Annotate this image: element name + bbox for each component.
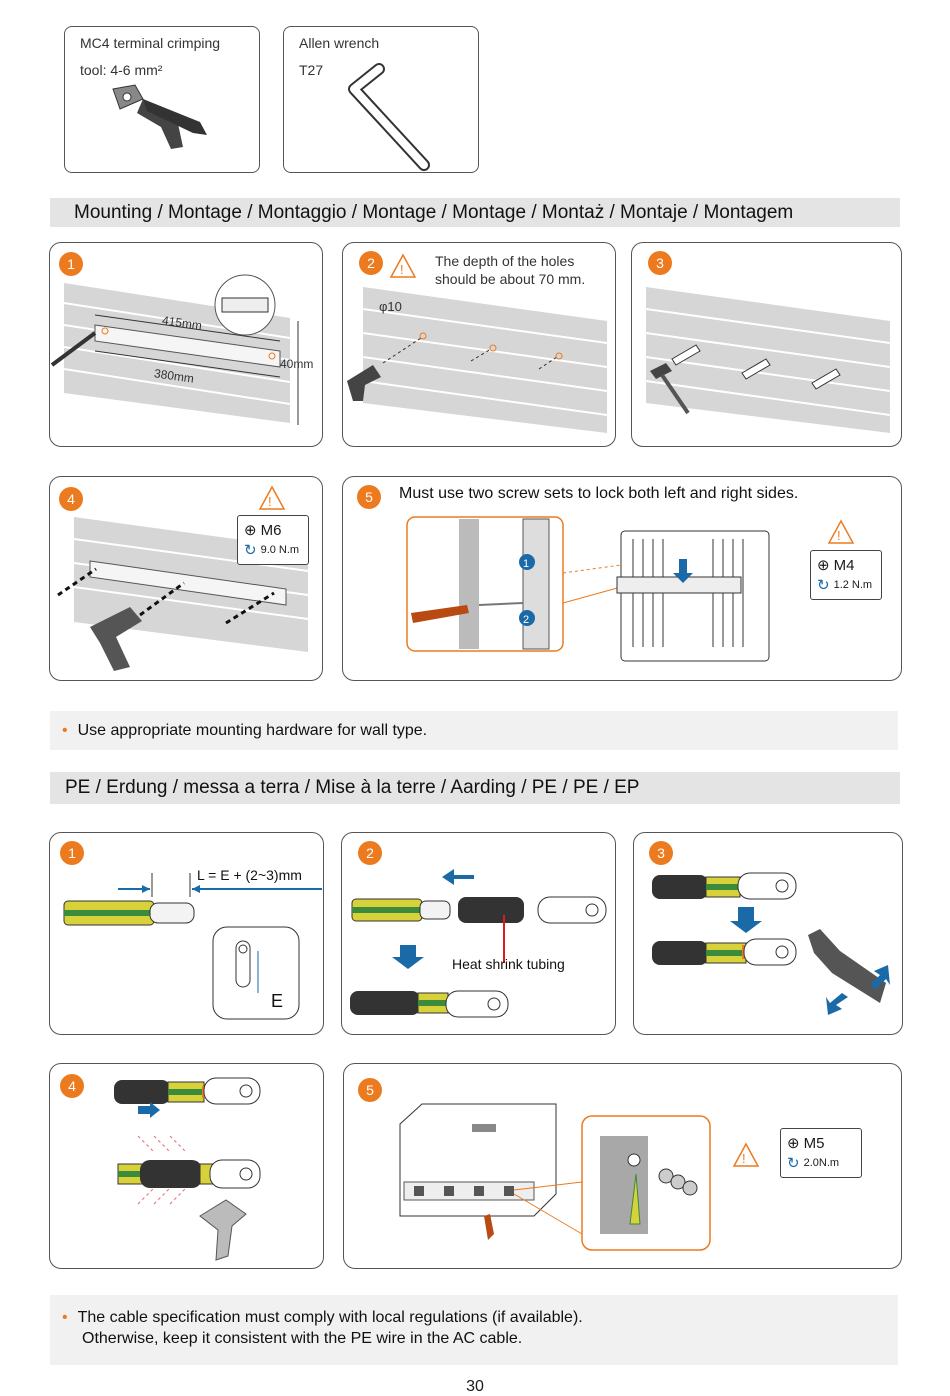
anchor-insertion-illustration [645, 287, 891, 433]
step-number: 5 [357, 485, 381, 509]
step-number: 2 [358, 841, 382, 865]
section-title-mounting: Mounting / Montage / Montaggio / Montage… [50, 198, 900, 227]
strip-length-formula: L = E + (2~3)mm [197, 867, 302, 883]
screw-size: M6 [260, 521, 282, 539]
pe-step-4: 4 [49, 1063, 324, 1269]
svg-text:!: ! [400, 262, 404, 277]
warning-text: should be about 70 mm. [435, 271, 586, 287]
bullet-icon: • [62, 722, 68, 739]
svg-text:!: ! [837, 528, 841, 543]
tool-card-allen-wrench: Allen wrench T27 [283, 26, 479, 173]
rotation-icon: ↻ [787, 1155, 800, 1172]
step-number: 1 [60, 841, 84, 865]
mounting-step-2: 2 ! The depth of the holes should be abo… [342, 242, 616, 447]
inverter-mounting-illustration: 1 2 ! [406, 516, 855, 662]
drill-diameter: φ10 [379, 299, 402, 314]
rotation-icon: ↻ [244, 542, 257, 559]
page-number: 30 [466, 1378, 484, 1395]
crimping-tool-icon [112, 84, 207, 149]
pe-terminal-connection-illustration: ! [399, 1103, 760, 1251]
screw-icon: ⊕ [787, 1135, 800, 1152]
note-text: Otherwise, keep it consistent with the P… [82, 1330, 523, 1347]
pe-step-2: 2 Heat shrink tubing [341, 832, 616, 1035]
torque-spec-m4: ⊕M4 ↻1.2 N.m [810, 550, 882, 600]
rotation-icon: ↻ [817, 577, 830, 594]
torque-spec-m6: ⊕M6 ↻9.0 N.m [237, 515, 309, 565]
section-title-text: Mounting / Montage / Montaggio / Montage… [74, 201, 794, 223]
pe-step-3: 3 [633, 832, 903, 1035]
step-number: 4 [59, 487, 83, 511]
torque-value: 9.0 N.m [260, 544, 300, 556]
dimension-40: 40mm [280, 357, 314, 371]
step-number: 5 [358, 1078, 382, 1102]
screw-icon: ⊕ [817, 557, 830, 574]
drilling-holes-illustration: ! [347, 253, 608, 433]
mounting-step-4: 4 ! ⊕M6 ↻9.0 N.m [49, 476, 323, 681]
wall-bracket-dimensions-illustration [50, 274, 299, 425]
step-number: 4 [60, 1074, 84, 1098]
bullet-icon: • [62, 1309, 68, 1326]
note-text: Use appropriate mounting hardware for wa… [77, 722, 428, 739]
step-marker-1: 1 [523, 558, 529, 570]
step-number: 2 [359, 251, 383, 275]
terminal-crimping-illustration [652, 872, 890, 1015]
section-title-text: PE / Erdung / messa a terra / Mise à la … [65, 777, 640, 798]
step-marker-2: 2 [523, 614, 529, 626]
torque-value: 2.0N.m [803, 1157, 840, 1169]
screw-size: M4 [833, 556, 855, 574]
pe-note: • The cable specification must comply wit… [50, 1295, 898, 1365]
mounting-note: • Use appropriate mounting hardware for w… [50, 711, 898, 750]
mounting-step-5: 5 Must use two screw sets to lock both l… [342, 476, 902, 681]
step-number: 3 [648, 251, 672, 275]
mounting-step-1: 1 415mm 380mm 40mm [49, 242, 323, 447]
tool-card-crimper: MC4 terminal crimping tool: 4-6 mm² [64, 26, 260, 173]
bracket-screwing-illustration: ! [57, 485, 309, 671]
note-text: The cable specification must comply with… [77, 1309, 583, 1326]
screw-size: M5 [803, 1134, 825, 1152]
dimension-e: E [271, 991, 284, 1011]
step-number: 1 [59, 252, 83, 276]
tool-label: tool: 4-6 mm² [80, 62, 163, 78]
tool-label: Allen wrench [299, 35, 380, 51]
heat-gun-shrink-illustration [114, 1077, 261, 1261]
torque-spec-m5: ⊕M5 ↻2.0N.m [780, 1128, 862, 1178]
torque-value: 1.2 N.m [833, 579, 873, 591]
heat-shrink-tubing-illustration [350, 869, 607, 1018]
heat-shrink-label: Heat shrink tubing [452, 956, 565, 972]
svg-text:!: ! [742, 1151, 746, 1166]
tool-label: MC4 terminal crimping [80, 35, 221, 51]
wire-strip-illustration [63, 873, 322, 1020]
svg-text:!: ! [268, 494, 272, 509]
section-title-pe: PE / Erdung / messa a terra / Mise à la … [50, 772, 900, 804]
pe-step-1: 1 L = E + (2~3)mm E [49, 832, 324, 1035]
tool-label: T27 [299, 62, 324, 78]
warning-text: The depth of the holes [435, 253, 575, 269]
allen-wrench-icon [348, 63, 430, 171]
step-instruction: Must use two screw sets to lock both lef… [399, 485, 799, 502]
mounting-step-3: 3 [631, 242, 902, 447]
step-number: 3 [649, 841, 673, 865]
screw-icon: ⊕ [244, 522, 257, 539]
pe-step-5: 5 ! ⊕M5 ↻2.0N.m [343, 1063, 902, 1269]
